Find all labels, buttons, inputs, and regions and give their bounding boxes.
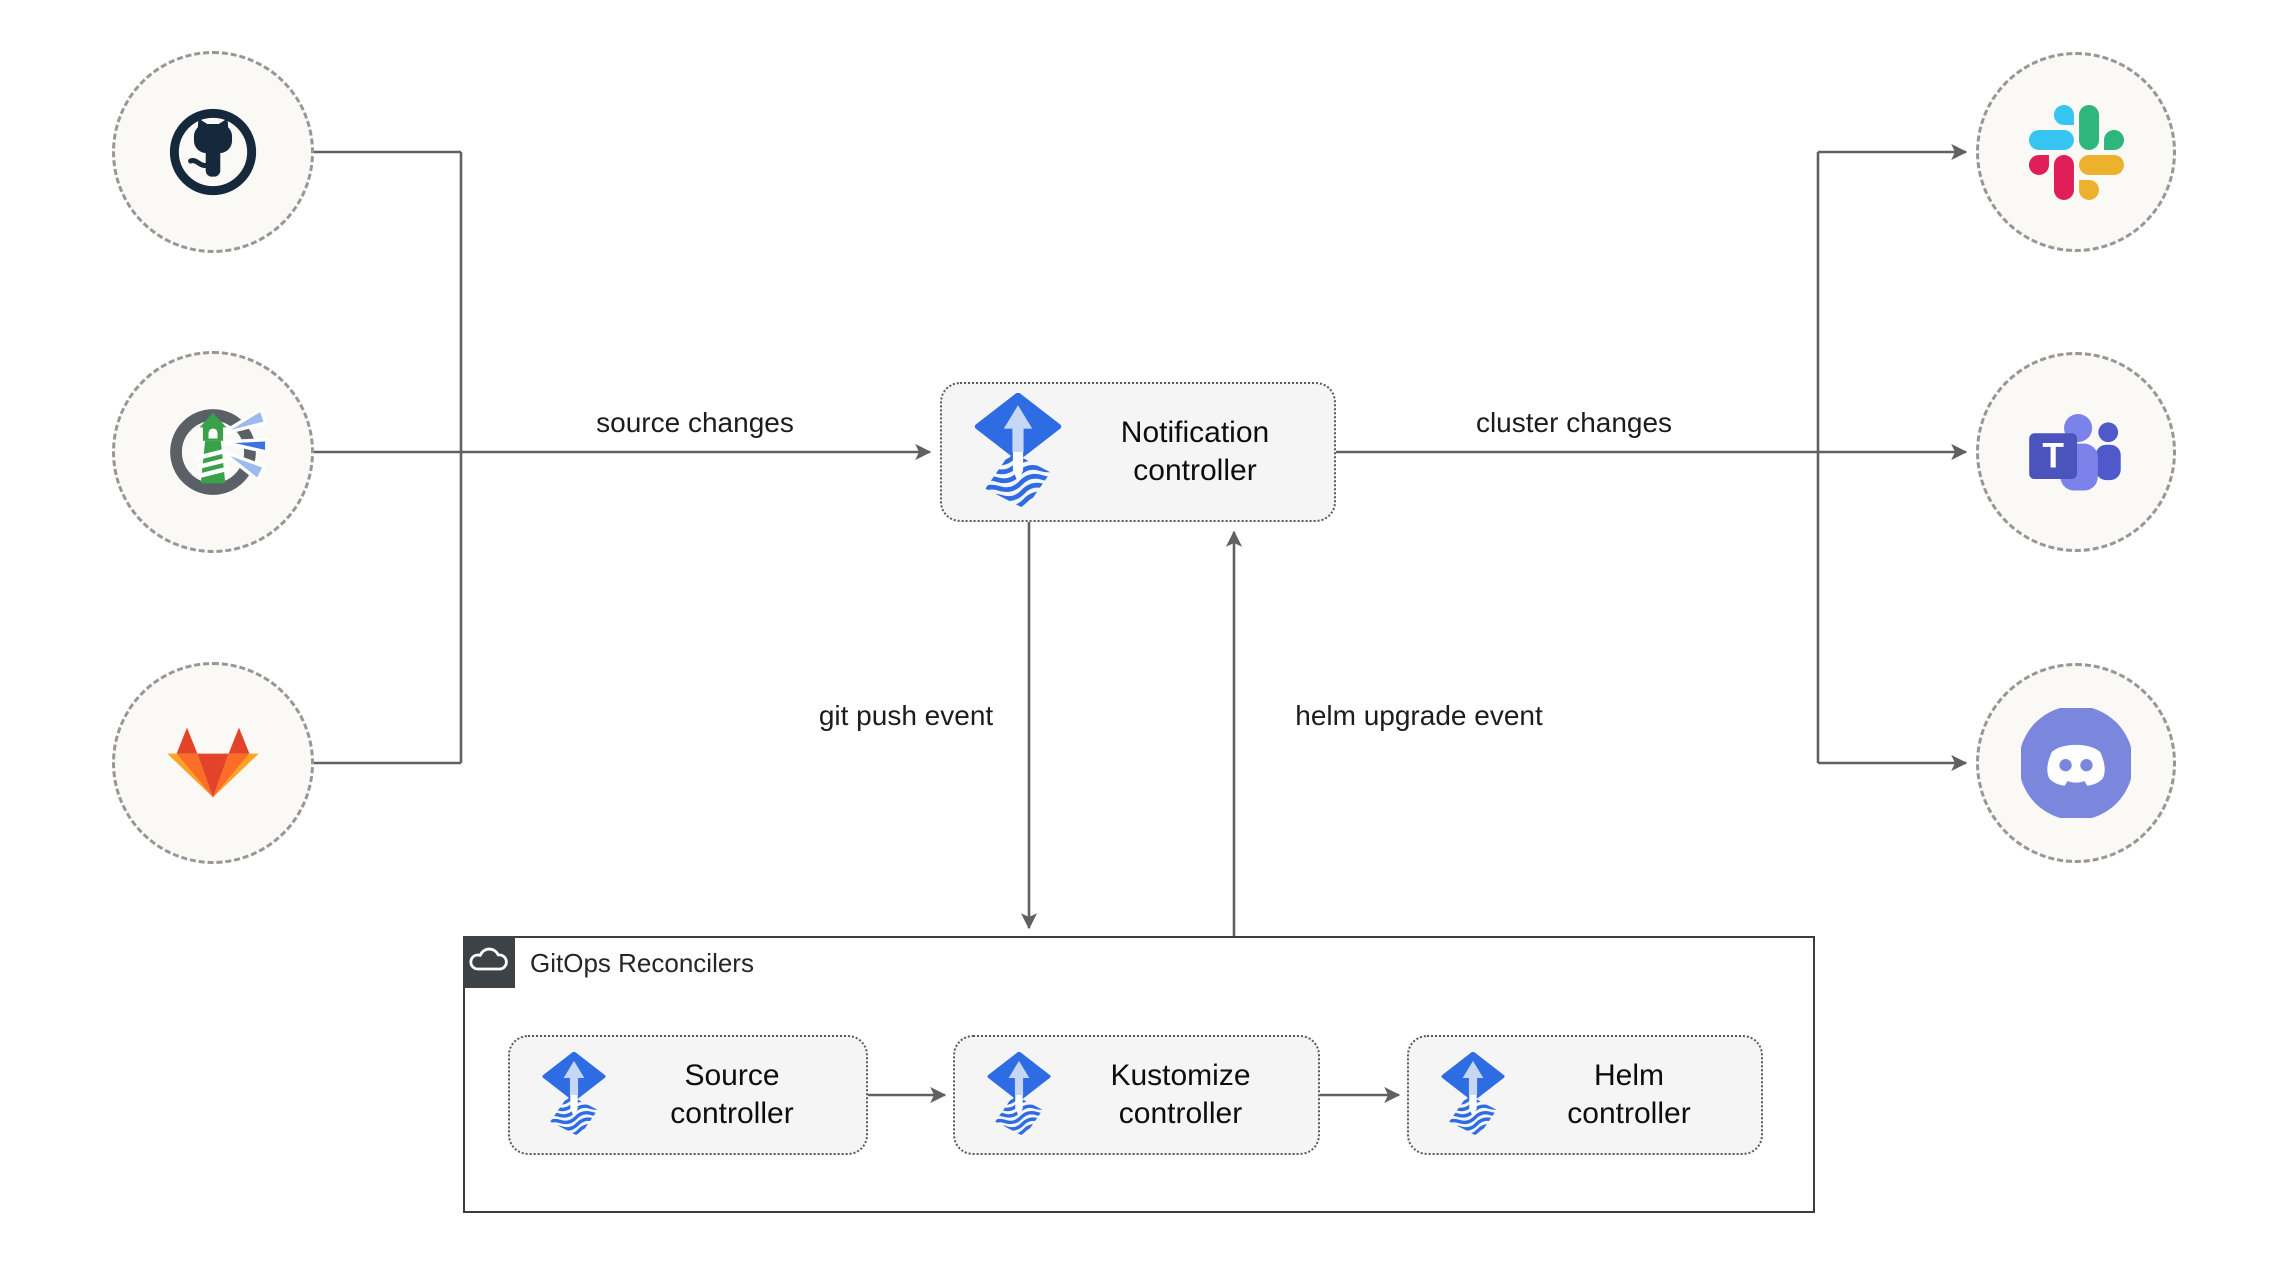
node-teams: T bbox=[1976, 352, 2176, 552]
node-discord bbox=[1976, 663, 2176, 863]
source-controller-label: Source controller bbox=[670, 1059, 794, 1130]
helm-controller-label: Helm controller bbox=[1567, 1059, 1691, 1130]
label-source-changes: source changes bbox=[596, 407, 794, 438]
node-slack bbox=[1976, 52, 2176, 252]
cloud-icon bbox=[469, 947, 508, 971]
slack-icon bbox=[2028, 104, 2124, 200]
teams-icon: T bbox=[2029, 414, 2121, 491]
node-kustomize-controller: Kustomize controller bbox=[953, 1035, 1320, 1155]
node-source-controller: Source controller bbox=[508, 1035, 868, 1155]
gitops-reconcilers-group bbox=[463, 936, 1815, 1213]
flux-icon bbox=[966, 393, 1070, 511]
node-helm-controller: Helm controller bbox=[1407, 1035, 1763, 1155]
node-github bbox=[112, 51, 314, 253]
label-cluster-changes: cluster changes bbox=[1475, 407, 1673, 438]
notification-controller-label: Notification controller bbox=[1120, 416, 1270, 487]
label-git-push-event: git push event bbox=[818, 700, 994, 731]
discord-icon bbox=[2021, 708, 2131, 818]
github-icon bbox=[169, 108, 257, 196]
node-gitlab bbox=[112, 662, 314, 864]
gitlab-icon bbox=[167, 727, 259, 798]
flux-icon bbox=[536, 1052, 612, 1138]
node-harbor bbox=[112, 351, 314, 553]
label-helm-upgrade-event: helm upgrade event bbox=[1295, 700, 1543, 731]
group-badge bbox=[463, 936, 515, 988]
teams-letter: T bbox=[2042, 437, 2064, 476]
flux-icon bbox=[1435, 1052, 1511, 1138]
flux-icon bbox=[981, 1052, 1057, 1138]
group-title: GitOps Reconcilers bbox=[530, 948, 754, 978]
kustomize-controller-label: Kustomize controller bbox=[1110, 1059, 1251, 1130]
node-notification-controller: Notification controller bbox=[940, 382, 1336, 522]
harbor-icon bbox=[170, 406, 269, 495]
